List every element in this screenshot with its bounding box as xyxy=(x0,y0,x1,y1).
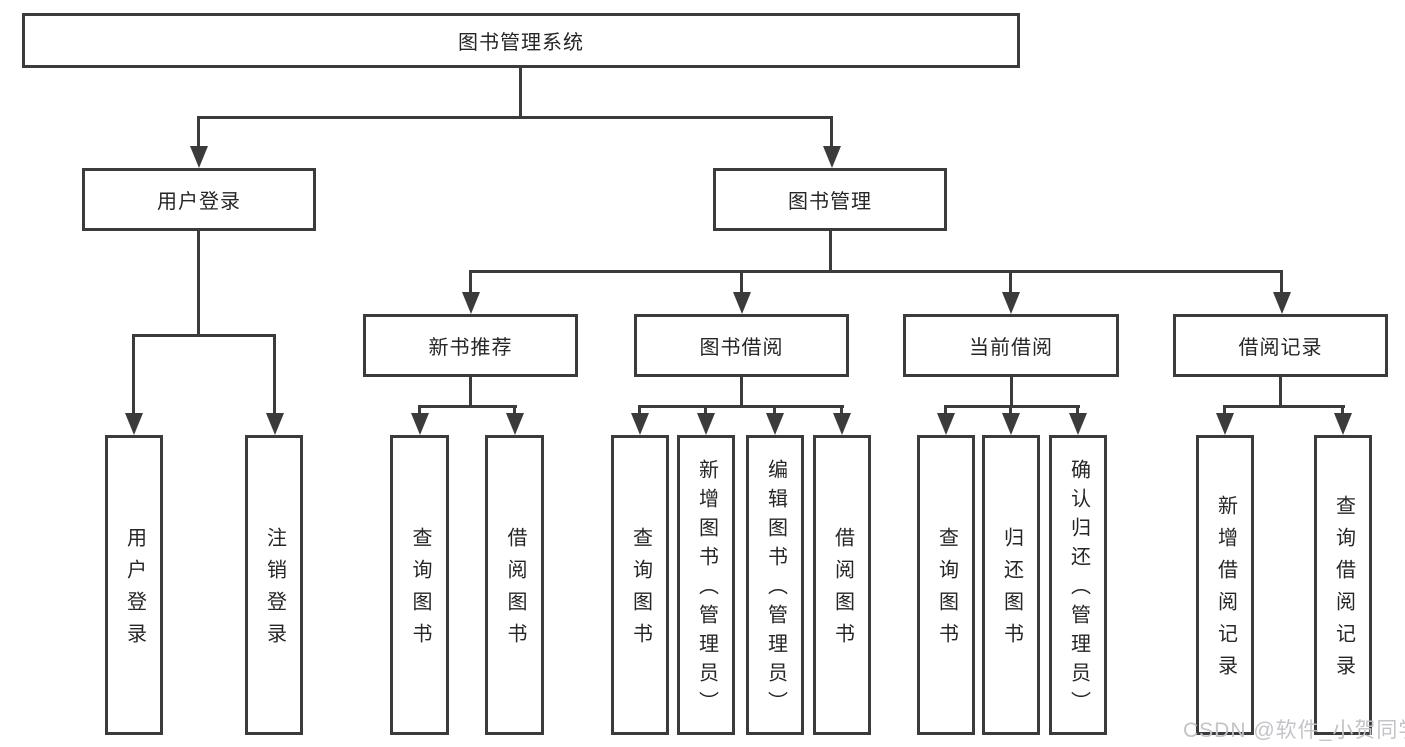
connector-currentborrow-drop-1 xyxy=(944,405,947,415)
leaf-label: 编辑图书（管理员） xyxy=(764,459,787,720)
arrowhead-icon xyxy=(411,413,429,435)
connector-bookmgmt-bus xyxy=(469,270,1283,273)
connector-userlogin-bus xyxy=(132,334,276,337)
arrowhead-icon xyxy=(1273,292,1291,314)
leaf-query-books-newbook: 查询图书 xyxy=(390,435,449,735)
connector-bookborrow-stem xyxy=(740,377,743,408)
connector-newbook-bus xyxy=(418,405,517,408)
arrowhead-icon xyxy=(506,413,524,435)
connector-root-drop-right xyxy=(830,116,833,148)
leaf-logout: 注销登录 xyxy=(245,435,303,735)
node-current-borrowing: 当前借阅 xyxy=(903,314,1119,377)
leaf-label: 借阅图书 xyxy=(831,527,854,655)
connector-bookmgmt-drop-3 xyxy=(1009,270,1012,294)
leaf-edit-books-admin: 编辑图书（管理员） xyxy=(746,435,804,735)
node-borrowing-records: 借阅记录 xyxy=(1173,314,1388,377)
connector-currentborrow-stem xyxy=(1010,377,1013,408)
connector-bookmgmt-drop-2 xyxy=(740,270,743,294)
node-book-management: 图书管理 xyxy=(713,168,947,231)
connector-borrowrecord-stem xyxy=(1279,377,1282,408)
leaf-label: 查询借阅记录 xyxy=(1332,495,1355,687)
connector-bookmgmt-stem xyxy=(829,231,832,273)
leaf-label: 新增借阅记录 xyxy=(1214,495,1237,687)
leaf-confirm-return-admin: 确认归还（管理员） xyxy=(1049,435,1107,735)
leaf-label: 归还图书 xyxy=(1000,527,1023,655)
arrowhead-icon xyxy=(733,292,751,314)
connector-bookmgmt-drop-1 xyxy=(469,270,472,294)
leaf-label: 查询图书 xyxy=(409,527,431,655)
connector-bookborrow-drop-3 xyxy=(773,405,776,415)
leaf-add-borrow-record: 新增借阅记录 xyxy=(1196,435,1254,735)
arrowhead-icon xyxy=(266,413,284,435)
arrowhead-icon xyxy=(766,413,784,435)
leaf-query-borrow-record: 查询借阅记录 xyxy=(1314,435,1372,735)
arrowhead-icon xyxy=(462,292,480,314)
connector-newbook-stem xyxy=(469,377,472,408)
connector-newbook-drop-2 xyxy=(513,405,516,415)
arrowhead-icon xyxy=(697,413,715,435)
leaf-borrow-books: 借阅图书 xyxy=(813,435,871,735)
connector-bookborrow-bus xyxy=(638,405,844,408)
node-new-book-recommendation: 新书推荐 xyxy=(363,314,578,377)
leaf-query-books-borrow: 查询图书 xyxy=(611,435,669,735)
arrowhead-icon xyxy=(1002,292,1020,314)
connector-currentborrow-drop-2 xyxy=(1009,405,1012,415)
arrowhead-icon xyxy=(1216,413,1234,435)
connector-bookborrow-drop-2 xyxy=(704,405,707,415)
connector-borrowrecord-drop-1 xyxy=(1223,405,1226,415)
connector-bookmgmt-drop-4 xyxy=(1280,270,1283,294)
leaf-label: 注销登录 xyxy=(263,527,286,655)
arrowhead-icon xyxy=(190,146,208,168)
leaf-query-books-current: 查询图书 xyxy=(917,435,975,735)
node-library-management-system: 图书管理系统 xyxy=(22,13,1020,68)
leaf-label: 查询图书 xyxy=(629,527,652,655)
connector-newbook-drop-1 xyxy=(418,405,421,415)
connector-bookborrow-drop-1 xyxy=(638,405,641,415)
connector-currentborrow-drop-3 xyxy=(1076,405,1079,415)
csdn-watermark: CSDN @软件_小贺同学 xyxy=(1183,719,1405,742)
connector-currentborrow-bus xyxy=(944,405,1080,408)
arrowhead-icon xyxy=(823,146,841,168)
connector-borrowrecord-drop-2 xyxy=(1341,405,1344,415)
connector-root-drop-left xyxy=(197,116,200,148)
connector-userlogin-drop-left xyxy=(132,334,135,413)
connector-root-bus xyxy=(197,116,833,119)
arrowhead-icon xyxy=(1334,413,1352,435)
connector-bookborrow-drop-4 xyxy=(840,405,843,415)
connector-root-stem xyxy=(519,67,522,119)
leaf-label: 用户登录 xyxy=(123,527,146,655)
arrowhead-icon xyxy=(1002,413,1020,435)
leaf-user-login: 用户登录 xyxy=(105,435,163,735)
arrowhead-icon xyxy=(833,413,851,435)
leaf-label: 借阅图书 xyxy=(504,527,526,655)
connector-userlogin-stem xyxy=(197,231,200,337)
leaf-label: 查询图书 xyxy=(935,527,958,655)
leaf-label: 新增图书（管理员） xyxy=(695,459,718,720)
node-book-borrowing: 图书借阅 xyxy=(634,314,849,377)
connector-borrowrecord-bus xyxy=(1223,405,1345,408)
leaf-label: 确认归还（管理员） xyxy=(1067,459,1090,720)
arrowhead-icon xyxy=(937,413,955,435)
leaf-add-books-admin: 新增图书（管理员） xyxy=(677,435,735,735)
leaf-return-books: 归还图书 xyxy=(982,435,1040,735)
arrowhead-icon xyxy=(125,413,143,435)
leaf-borrow-books-newbook: 借阅图书 xyxy=(485,435,544,735)
arrowhead-icon xyxy=(1069,413,1087,435)
node-user-login: 用户登录 xyxy=(82,168,316,231)
connector-userlogin-drop-right xyxy=(273,334,276,413)
arrowhead-icon xyxy=(631,413,649,435)
